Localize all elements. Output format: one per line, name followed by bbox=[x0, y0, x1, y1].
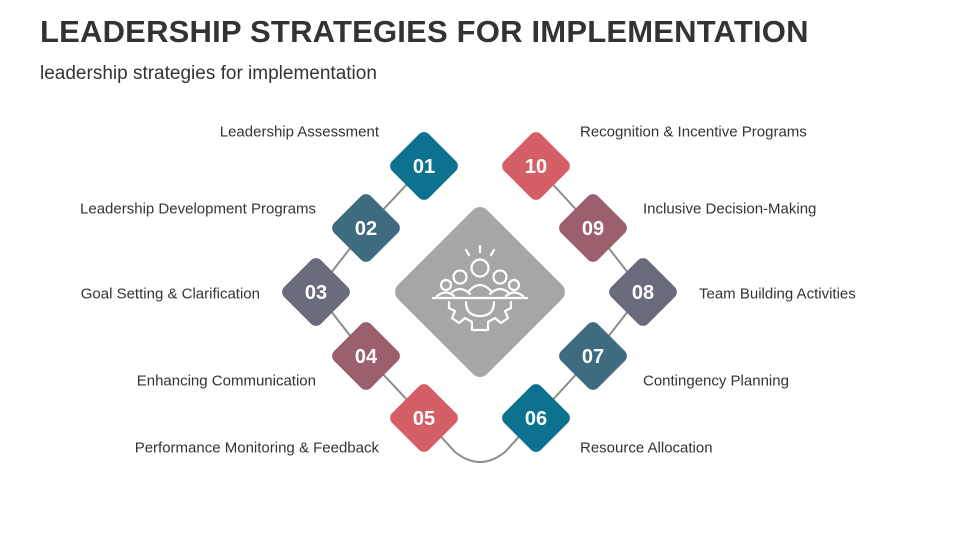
step-tile-07: 07 bbox=[559, 322, 627, 390]
step-label-07: Contingency Planning bbox=[643, 372, 789, 390]
step-label-06: Resource Allocation bbox=[580, 439, 713, 457]
center-diamond bbox=[395, 207, 565, 377]
step-label-02: Leadership Development Programs bbox=[80, 200, 316, 218]
page-subtitle: leadership strategies for implementation bbox=[40, 63, 377, 84]
step-tile-05: 05 bbox=[390, 384, 458, 452]
step-diamond bbox=[390, 132, 458, 200]
step-number: 01 bbox=[413, 156, 435, 178]
step-label-03: Goal Setting & Clarification bbox=[80, 285, 260, 303]
connector-curve bbox=[423, 417, 537, 463]
step-number: 10 bbox=[525, 156, 547, 178]
step-label-04: Enhancing Communication bbox=[136, 372, 316, 390]
step-number: 03 bbox=[305, 282, 327, 304]
step-diamond bbox=[332, 194, 400, 262]
step-tile-01: 01 bbox=[390, 132, 458, 200]
page-title: LEADERSHIP STRATEGIES FOR IMPLEMENTATION bbox=[40, 14, 809, 49]
step-tile-09: 09 bbox=[559, 194, 627, 262]
step-label-09: Inclusive Decision-Making bbox=[643, 200, 817, 218]
step-diamond bbox=[609, 258, 677, 326]
step-label-08: Team Building Activities bbox=[699, 285, 856, 303]
step-tile-04: 04 bbox=[332, 322, 400, 390]
step-tile-03: 03 bbox=[282, 258, 350, 326]
step-tile-02: 02 bbox=[332, 194, 400, 262]
step-label-10: Recognition & Incentive Programs bbox=[580, 123, 807, 141]
step-tile-06: 06 bbox=[502, 384, 570, 452]
step-diamond bbox=[282, 258, 350, 326]
step-diamond bbox=[502, 132, 570, 200]
step-number: 08 bbox=[632, 282, 654, 304]
step-number: 04 bbox=[355, 346, 378, 368]
step-number: 06 bbox=[525, 408, 547, 430]
step-tile-10: 10 bbox=[502, 132, 570, 200]
step-number: 02 bbox=[355, 218, 377, 240]
step-diamond bbox=[390, 384, 458, 452]
step-label-01: Leadership Assessment bbox=[219, 123, 379, 141]
step-diamond bbox=[332, 322, 400, 390]
step-number: 09 bbox=[582, 218, 604, 240]
team-gear-icon bbox=[431, 244, 529, 332]
step-diamond bbox=[502, 384, 570, 452]
step-diamond bbox=[559, 322, 627, 390]
step-diamond bbox=[559, 194, 627, 262]
step-number: 05 bbox=[413, 408, 435, 430]
step-label-05: Performance Monitoring & Feedback bbox=[134, 439, 379, 457]
step-number: 07 bbox=[582, 346, 604, 368]
step-tile-08: 08 bbox=[609, 258, 677, 326]
step-tiles: 01 02 03 04 05 06 07 08 09 10 bbox=[282, 132, 677, 452]
